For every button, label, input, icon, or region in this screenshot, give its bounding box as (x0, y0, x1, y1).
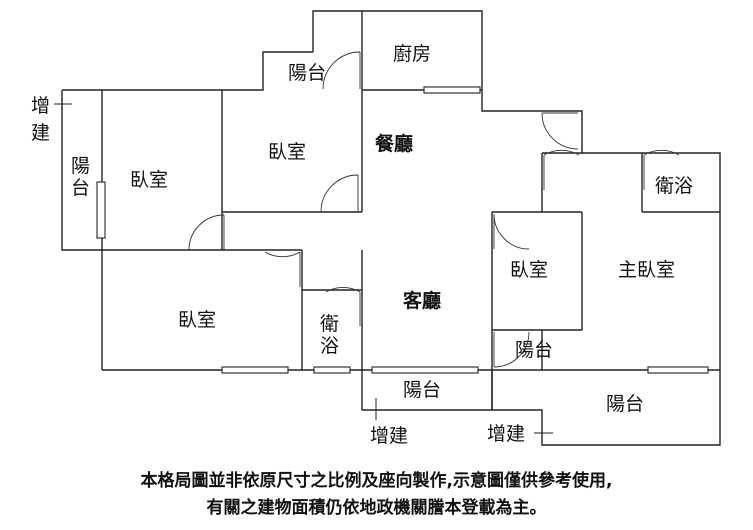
disclaimer-line-1: 本格局圖並非依原尺寸之比例及座向製作,示意圖僅供參考使用, (140, 471, 613, 491)
room-label-balcony-mid: 陽台 (515, 339, 553, 361)
room-label-balcony-left-2: 台 (71, 177, 90, 199)
room-label-living: 客廳 (403, 289, 441, 312)
extension-label-topleft-2: 建 (31, 122, 50, 144)
room-label-kitchen: 廚房 (393, 42, 431, 65)
windows (96, 86, 709, 374)
room-label-bath-left-1: 衛 (320, 313, 339, 335)
extension-label-bottom-mid: 增建 (370, 425, 408, 447)
walls (61, 10, 721, 446)
door-swings (188, 51, 680, 368)
room-label-bath-right: 衛浴 (655, 175, 693, 197)
room-label-bedroom-right: 臥室 (510, 259, 548, 281)
room-label-bath-left-2: 浴 (320, 335, 339, 357)
extension-label-topleft-1: 增 (31, 95, 50, 117)
floor-plan: 陽台 廚房 餐廳 臥室 臥室 陽 台 臥室 衛 浴 客廳 臥室 主臥室 衛浴 陽… (31, 10, 721, 447)
room-label-bedroom-mid: 臥室 (268, 141, 306, 163)
room-label-balcony-left-1: 陽 (71, 155, 90, 177)
room-label-balcony-top: 陽台 (288, 62, 326, 84)
room-label-master-bedroom: 主臥室 (618, 259, 675, 281)
room-label-balcony-right: 陽台 (606, 393, 644, 415)
room-label-dining: 餐廳 (375, 132, 413, 155)
disclaimer-line-2: 有關之建物面積仍依地政機關謄本登載為主。 (206, 498, 547, 518)
room-label-bedroom-lower: 臥室 (178, 309, 216, 331)
extension-label-bottom-right: 增建 (487, 423, 525, 445)
extension-leaders (54, 103, 553, 434)
room-label-balcony-bottom: 陽台 (403, 379, 441, 401)
room-label-bedroom-left: 臥室 (130, 169, 168, 191)
